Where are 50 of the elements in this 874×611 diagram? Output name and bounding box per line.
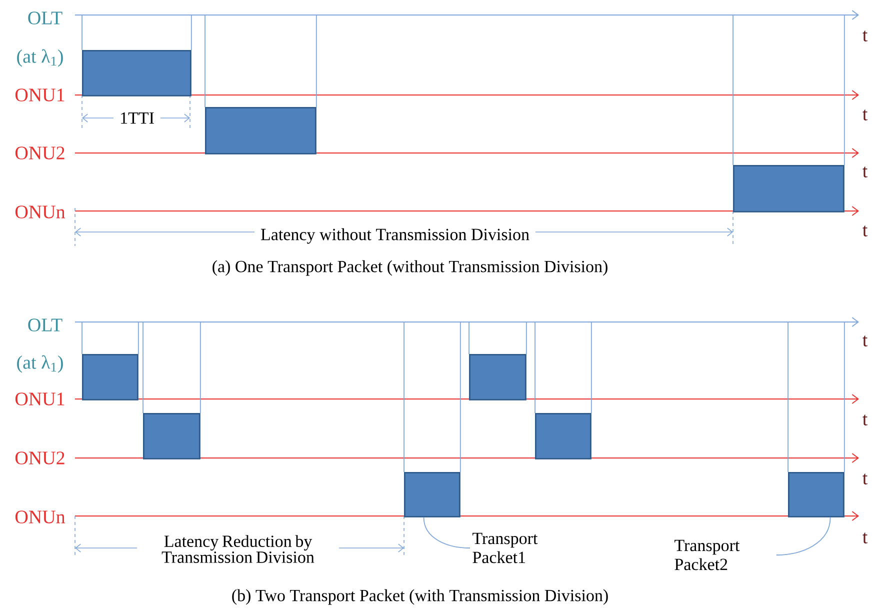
lane-label: OLT (28, 12, 62, 24)
packet-box (143, 413, 200, 460)
dimension-label: Latency without Transmission Division (254, 227, 536, 245)
time-label: t (862, 474, 868, 484)
timing-line (138, 322, 139, 354)
lane-label: OLT (28, 318, 62, 332)
timing-line (590, 322, 592, 414)
leader-line (776, 516, 831, 556)
lane-label: ONU1 (15, 88, 64, 102)
packet-box (469, 354, 526, 400)
packet-box (82, 354, 138, 400)
packet-label: Transport Packet1 (472, 532, 538, 564)
lane-label: ONU1 (15, 392, 64, 406)
time-label: t (862, 30, 868, 42)
timing-line (844, 15, 845, 166)
timing-line (316, 15, 317, 108)
timing-line (732, 15, 734, 166)
lane-label: (at λ$_{1}$) (17, 49, 63, 67)
packet-box (788, 472, 844, 518)
timing-line (200, 322, 201, 414)
timing-line (142, 322, 144, 414)
timing-line (526, 322, 527, 354)
timing-line (844, 322, 845, 472)
dimension-label: Latency Reduction by Transmission Division (137, 534, 339, 564)
time-label: t (862, 336, 868, 346)
subfigure-caption: (b) Two Transport Packet (with Transmission Division) (232, 589, 608, 605)
timing-line (190, 15, 192, 50)
packet-box (535, 413, 592, 460)
time-label: t (862, 166, 868, 178)
lane-label: ONU2 (15, 146, 64, 160)
timing-line (460, 322, 461, 472)
leader-line (423, 516, 470, 548)
timing-line (534, 322, 536, 414)
lane-label: ONUn (15, 510, 66, 524)
packet-box (404, 472, 460, 518)
lane-label: ONUn (15, 206, 66, 218)
timing-line (204, 15, 206, 108)
dimension-label: 1TTI (114, 111, 160, 125)
time-label: t (862, 110, 868, 120)
packet-box (733, 165, 844, 212)
lane-label: (at λ$_{1}$) (17, 355, 63, 373)
packet-label: Transport Packet2 (674, 540, 740, 570)
lane-label: ONU2 (15, 452, 64, 464)
packet-box (82, 50, 192, 96)
time-label: t (862, 226, 868, 236)
packet-box (205, 107, 316, 154)
timing-line (468, 322, 470, 354)
time-label: t (862, 414, 868, 426)
subfigure-caption: (a) One Transport Packet (without Transmission Division) (212, 260, 608, 276)
time-label: t (862, 532, 868, 544)
